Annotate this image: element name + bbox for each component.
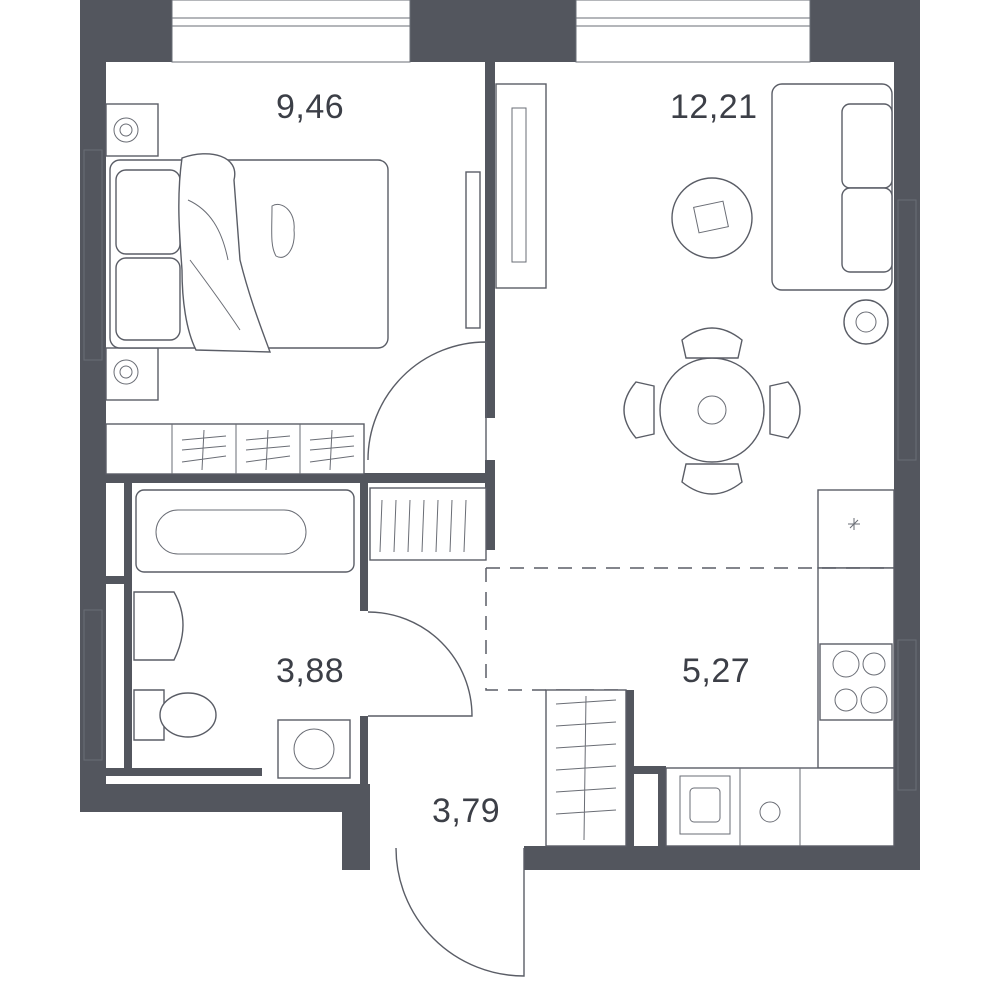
living-furniture — [495, 83, 893, 495]
sink — [679, 775, 731, 835]
pillow-top — [115, 169, 181, 255]
wall-kitchen-stub — [626, 690, 634, 846]
wall-bottom-left — [80, 784, 370, 812]
entrance-door — [395, 847, 525, 977]
area-bedroom: 9,46 — [276, 88, 344, 126]
walls — [80, 0, 920, 870]
bedroom-furniture — [105, 103, 487, 475]
chair-right — [769, 381, 801, 439]
wall-panel — [465, 171, 481, 329]
area-labels: 9,46 12,21 3,88 5,27 3,79 — [276, 88, 758, 830]
wall-bedroom-bottom — [106, 473, 494, 483]
area-living: 12,21 — [670, 88, 758, 126]
blanket — [178, 153, 272, 353]
chair-top — [681, 327, 743, 359]
wall-bath-bottom-inner — [106, 768, 262, 776]
hall-closet — [369, 487, 487, 561]
tv-stand — [495, 83, 547, 289]
wall-hall-right-stub — [524, 846, 544, 870]
washing-machine — [277, 719, 351, 779]
stove — [819, 643, 893, 721]
wall-bath-right — [360, 483, 368, 611]
dining-table — [659, 357, 765, 463]
window-living — [575, 0, 811, 63]
chair-left — [623, 381, 655, 439]
wall-bottom-hall — [342, 784, 370, 870]
pillow-bottom — [115, 257, 181, 341]
wall-partition-vertical — [485, 58, 495, 418]
window-bedroom — [171, 0, 411, 63]
bathroom-door — [367, 611, 473, 717]
toilet — [133, 689, 165, 741]
area-hall: 3,79 — [432, 792, 500, 830]
wall-top-left — [80, 0, 172, 62]
wall-bath-right-low — [360, 716, 368, 786]
wall-bath-mid — [106, 576, 130, 584]
window-left — [83, 149, 103, 361]
bedroom-door — [367, 341, 487, 461]
wall-kitchen-shaft — [658, 766, 666, 846]
coffee-table — [671, 177, 753, 259]
cat-figure — [271, 204, 295, 258]
area-kitchen: 5,27 — [682, 652, 750, 690]
wall-top-middle — [410, 0, 576, 62]
window-right — [897, 199, 917, 461]
fridge — [817, 489, 895, 569]
washbasin — [133, 591, 184, 661]
chair-bottom — [681, 463, 743, 495]
wall-bottom-right — [524, 846, 920, 870]
wall-kitchen-shaft-top — [634, 766, 666, 774]
floor-lamp — [843, 299, 889, 345]
area-bathroom: 3,88 — [276, 652, 344, 690]
sink-cabinet — [665, 767, 895, 847]
wall-partition-vertical-low — [485, 460, 495, 550]
wall-bath-left-inner — [124, 483, 132, 773]
window-left-bath — [83, 609, 103, 761]
hall-furniture — [395, 689, 627, 977]
bathtub — [135, 489, 355, 573]
faucet — [759, 801, 781, 823]
bathroom-furniture — [133, 487, 487, 779]
window-right-kitchen — [897, 639, 917, 791]
wall-top-right — [810, 0, 920, 62]
kitchen-furniture — [485, 489, 895, 847]
